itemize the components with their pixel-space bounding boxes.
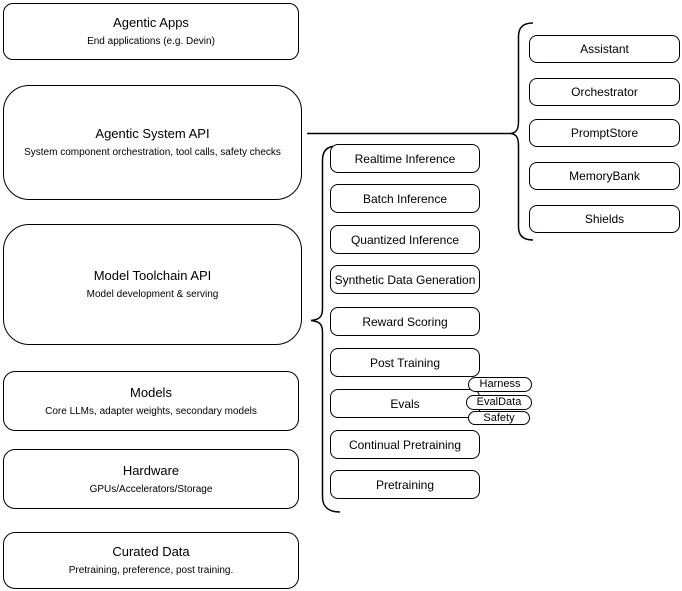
box-label: Assistant xyxy=(580,42,629,56)
pill-label: Safety xyxy=(483,411,515,424)
box-assistant: Assistant xyxy=(529,35,680,63)
box-quantized-inference: Quantized Inference xyxy=(330,225,480,254)
box-label: Pretraining xyxy=(375,477,435,492)
box-label: Orchestrator xyxy=(571,85,638,99)
box-promptstore: PromptStore xyxy=(529,119,680,147)
box-orchestrator: Orchestrator xyxy=(529,78,680,106)
box-label: Synthetic Data Generation xyxy=(334,272,476,287)
box-label: Continual Pretraining xyxy=(348,437,462,452)
box-models: Models Core LLMs, adapter weights, secon… xyxy=(3,371,299,431)
box-model-toolchain-api: Model Toolchain API Model development & … xyxy=(3,224,302,345)
pill-evaldata: EvalData xyxy=(466,395,532,410)
box-label: Shields xyxy=(584,212,625,226)
box-title: Models xyxy=(130,384,172,400)
box-agentic-apps: Agentic Apps End applications (e.g. Devi… xyxy=(3,3,299,60)
box-post-training: Post Training xyxy=(330,348,480,377)
box-shields: Shields xyxy=(529,205,680,233)
box-batch-inference: Batch Inference xyxy=(330,184,480,213)
box-label: Reward Scoring xyxy=(362,314,448,329)
box-label: Post Training xyxy=(369,355,441,370)
box-label: PromptStore xyxy=(570,126,639,140)
box-realtime-inference: Realtime Inference xyxy=(330,144,480,173)
box-subtitle: Model development & serving xyxy=(86,289,219,300)
box-label: Realtime Inference xyxy=(354,151,456,166)
box-subtitle: GPUs/Accelerators/Storage xyxy=(89,483,213,495)
box-label: Evals xyxy=(390,396,420,411)
box-subtitle: End applications (e.g. Devin) xyxy=(87,36,215,47)
box-evals: Evals xyxy=(330,389,480,418)
box-title: Curated Data xyxy=(112,544,190,559)
pill-label: EvalData xyxy=(476,396,522,408)
box-pretraining: Pretraining xyxy=(330,470,480,499)
box-hardware: Hardware GPUs/Accelerators/Storage xyxy=(3,449,299,509)
pill-safety: Safety xyxy=(468,411,530,425)
box-label: Batch Inference xyxy=(362,191,448,206)
box-title: Model Toolchain API xyxy=(93,268,212,283)
box-reward-scoring: Reward Scoring xyxy=(330,307,480,336)
box-memorybank: MemoryBank xyxy=(529,162,680,190)
box-subtitle: Pretraining, preference, post training. xyxy=(68,565,234,576)
box-synthetic-data-generation: Synthetic Data Generation xyxy=(330,265,480,294)
box-subtitle: System component orchestration, tool cal… xyxy=(24,147,281,158)
box-title: Agentic Apps xyxy=(113,15,189,30)
box-label: Quantized Inference xyxy=(350,232,460,247)
box-label: MemoryBank xyxy=(569,169,640,183)
box-subtitle: Core LLMs, adapter weights, secondary mo… xyxy=(45,405,257,417)
box-title: Agentic System API xyxy=(95,126,210,141)
box-curated-data: Curated Data Pretraining, preference, po… xyxy=(3,532,299,589)
pill-label: Harness xyxy=(479,378,521,390)
box-title: Hardware xyxy=(122,462,180,478)
box-continual-pretraining: Continual Pretraining xyxy=(330,430,480,459)
pill-harness: Harness xyxy=(468,377,532,392)
box-agentic-system-api: Agentic System API System component orch… xyxy=(3,85,302,200)
